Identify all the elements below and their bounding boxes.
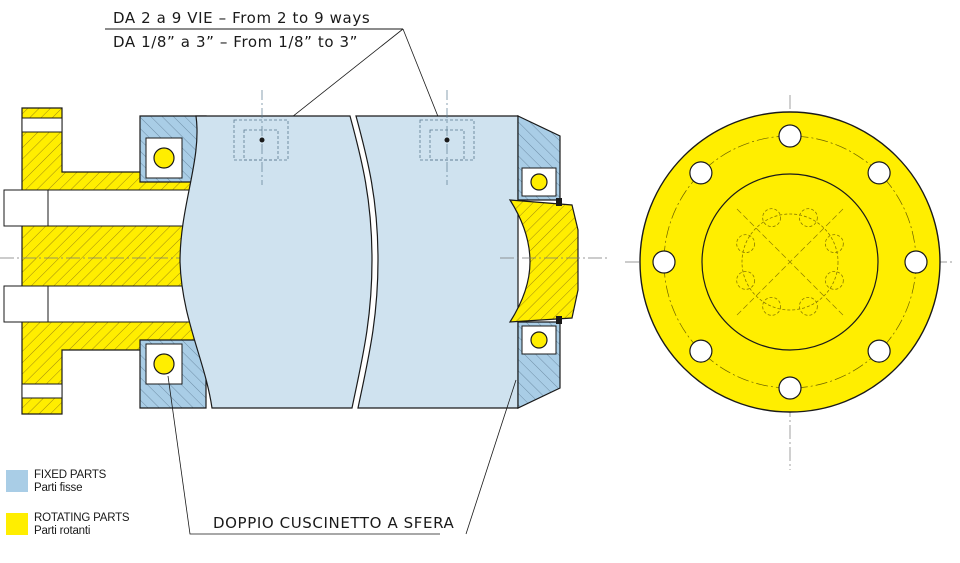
size-label: DA 1/8” a 3” – From 1/8” to 3” [113, 33, 358, 51]
legend-item-fixed: FIXED PARTS Parti fisse [6, 469, 106, 495]
right-bearing-assembly [500, 115, 610, 409]
bearing-label: DOPPIO CUSCINETTO A SFERA [213, 514, 455, 532]
fixed-body-right [355, 90, 519, 409]
bolt-hole-icon [652, 250, 676, 274]
bolt-hole-icon [904, 250, 928, 274]
bolt-hole-icon [778, 376, 802, 400]
bolt-hole-icon [867, 339, 891, 363]
flange-bolt-holes [652, 124, 928, 400]
ball-bearing-icon [530, 331, 548, 349]
bolt-hole-icon [689, 161, 713, 185]
port-marker-icon [444, 137, 450, 143]
legend-item-rotating: ROTATING PARTS Parti rotanti [6, 512, 130, 538]
port-hole-icon [762, 296, 782, 316]
port-hole-icon [824, 234, 844, 254]
port-hole-icon [736, 234, 756, 254]
port-holes [736, 208, 844, 316]
port-hole-icon [762, 208, 782, 228]
port-hole-icon [798, 208, 818, 228]
flange-end-view [625, 95, 955, 470]
legend-swatch-fixed [6, 470, 28, 492]
left-bearing-housing [139, 115, 207, 409]
port-hole-icon [736, 270, 756, 290]
legend-title: ROTATING PARTS [34, 512, 130, 524]
bolt-hole-icon [689, 339, 713, 363]
bearing-leaders: DOPPIO CUSCINETTO A SFERA [167, 375, 517, 535]
fixed-body-left [179, 90, 373, 409]
port-hole-icon [824, 270, 844, 290]
ball-bearing-icon [530, 173, 548, 191]
bolt-hole-icon [867, 161, 891, 185]
bolt-hole-icon [778, 124, 802, 148]
legend-subtitle: Parti rotanti [34, 525, 91, 537]
ball-bearing-icon [153, 147, 175, 169]
ball-bearing-icon [153, 353, 175, 375]
legend: FIXED PARTS Parti fisse ROTATING PARTS P… [6, 0, 206, 563]
port-marker-icon [259, 137, 265, 143]
legend-title: FIXED PARTS [34, 469, 107, 481]
legend-swatch-rotating [6, 513, 28, 535]
ways-label: DA 2 a 9 VIE – From 2 to 9 ways [113, 9, 370, 27]
legend-subtitle: Parti fisse [34, 482, 83, 494]
port-hole-icon [798, 296, 818, 316]
